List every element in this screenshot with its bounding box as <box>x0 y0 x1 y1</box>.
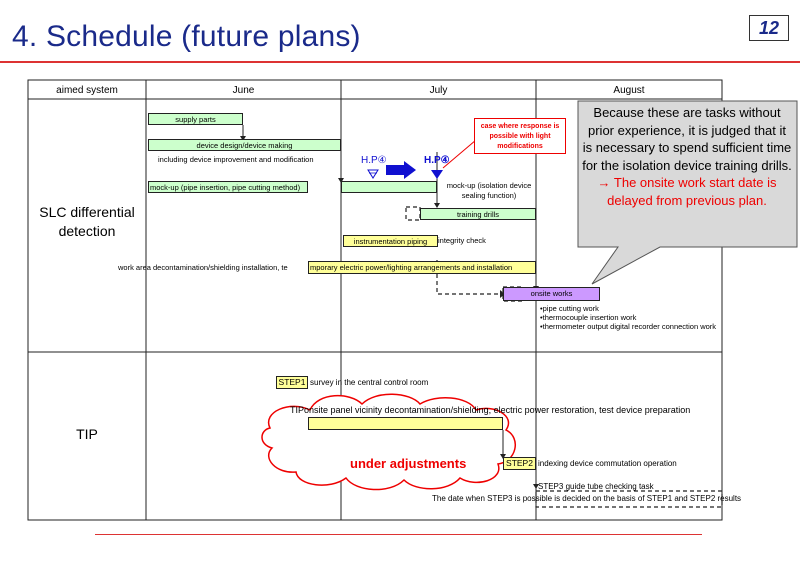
bar-supply-parts: supply parts <box>148 113 243 125</box>
label-device-improvement: including device improvement and modific… <box>158 155 314 164</box>
label-mockup-isolation: mock-up (isolation device sealing functi… <box>446 181 532 200</box>
bar-temporary-power: mporary electric power/lighting arrangem… <box>308 261 536 274</box>
label-step3: STEP3 guide tube checking task <box>538 482 654 491</box>
bar-step2: STEP2 <box>503 457 536 470</box>
label-tip-prefix: TIP <box>290 405 305 415</box>
label-step1: survey in the central control room <box>310 378 429 387</box>
title-rule <box>0 61 800 63</box>
light-modification-note: case where response is possible with lig… <box>474 118 566 154</box>
page-title: 4. Schedule (future plans) <box>12 20 361 53</box>
callout-text: Because these are tasks without prior ex… <box>582 104 792 209</box>
callout-balloon <box>577 100 798 285</box>
note-pointer <box>442 139 477 169</box>
label-tip-onsite-text: onsite panel vicinity decontamination/sh… <box>304 405 691 415</box>
table-border <box>27 79 723 521</box>
bar-mockup-isolation <box>341 181 437 193</box>
hp-marker-solid <box>431 170 443 179</box>
onsite-detail-1: •pipe cutting work <box>540 304 599 313</box>
header-august: August <box>613 85 645 96</box>
onsite-detail-2: •thermocouple insertion work <box>540 313 637 322</box>
bar-training-drills: training drills <box>420 208 536 220</box>
under-adjustments-label: under adjustments <box>350 456 467 471</box>
label-step2: indexing device commutation operation <box>538 459 677 468</box>
bar-onsite-works: onsite works <box>503 287 600 301</box>
callout-line-2: → The onsite work start date is delayed … <box>597 175 777 208</box>
label-integrity-check: integrity check <box>438 236 486 245</box>
bar-tip-onsite <box>308 417 503 430</box>
footer-rule <box>95 534 702 535</box>
dashed-training-start <box>405 206 421 221</box>
label-tip-onsite: TIPonsite panel vicinity decontamination… <box>290 405 690 416</box>
row-tip: TIP <box>76 426 98 442</box>
label-step3-note: The date when STEP3 is possible is decid… <box>432 494 742 503</box>
page-number: 12 <box>749 15 789 41</box>
header-july: July <box>429 85 448 96</box>
bar-mockup-pipe: mock-up (pipe insertion, pipe cutting me… <box>148 181 308 193</box>
hp-markers <box>367 161 443 179</box>
arrowheads <box>240 136 539 489</box>
bar-step1: STEP1 <box>276 376 308 389</box>
onsite-detail-3: •thermometer output digital recorder con… <box>540 322 717 331</box>
row-slc: SLC differential detection <box>39 204 135 239</box>
hp-blue-arrow <box>386 161 416 179</box>
header-june: June <box>232 85 255 96</box>
callout-line-1: Because these are tasks without prior ex… <box>582 105 792 173</box>
hp-marker-outline <box>367 169 379 179</box>
hp-label-right: H.P④ <box>424 155 450 166</box>
bar-device-design: device design/device making <box>148 139 341 151</box>
label-work-area: work area decontamination/shielding inst… <box>118 263 288 272</box>
hp-label-left: H.P④ <box>361 155 387 166</box>
header-aimed-system: aimed system <box>56 85 118 96</box>
dashed-step3-box <box>535 490 723 508</box>
bar-instrumentation-piping: instrumentation piping <box>343 235 438 247</box>
